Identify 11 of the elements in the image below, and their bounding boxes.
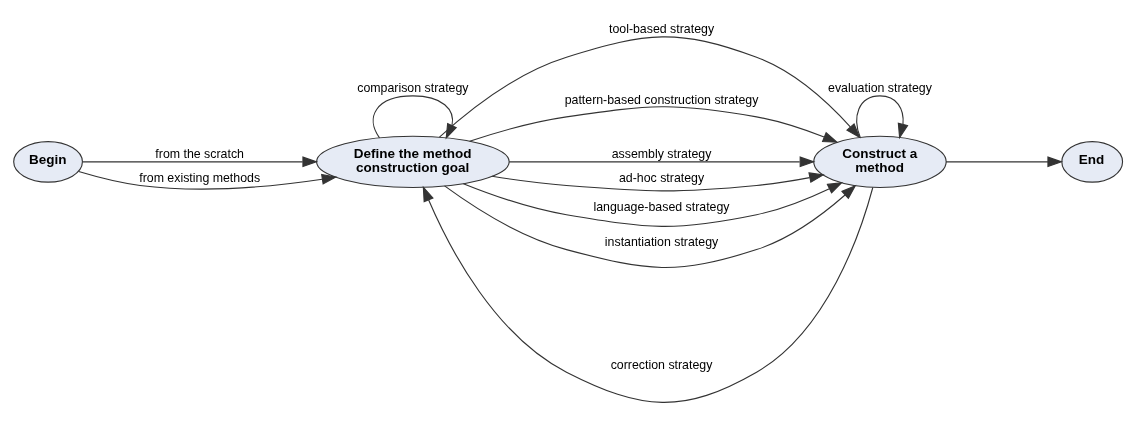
edge-label: instantiation strategy: [604, 234, 719, 249]
edge-label: from the scratch: [155, 146, 244, 161]
edge-label: language-based strategy: [593, 199, 730, 214]
edge-label: tool-based strategy: [608, 21, 715, 36]
edge-label: assembly strategy: [611, 146, 712, 161]
edge-label: evaluation strategy: [828, 80, 932, 95]
edge-label: comparison strategy: [357, 80, 469, 95]
edge-label: from existing methods: [139, 170, 261, 185]
edge-label: correction strategy: [610, 357, 713, 372]
edge-label: ad-hoc strategy: [618, 170, 705, 185]
edge-label: pattern-based construction strategy: [564, 92, 759, 107]
